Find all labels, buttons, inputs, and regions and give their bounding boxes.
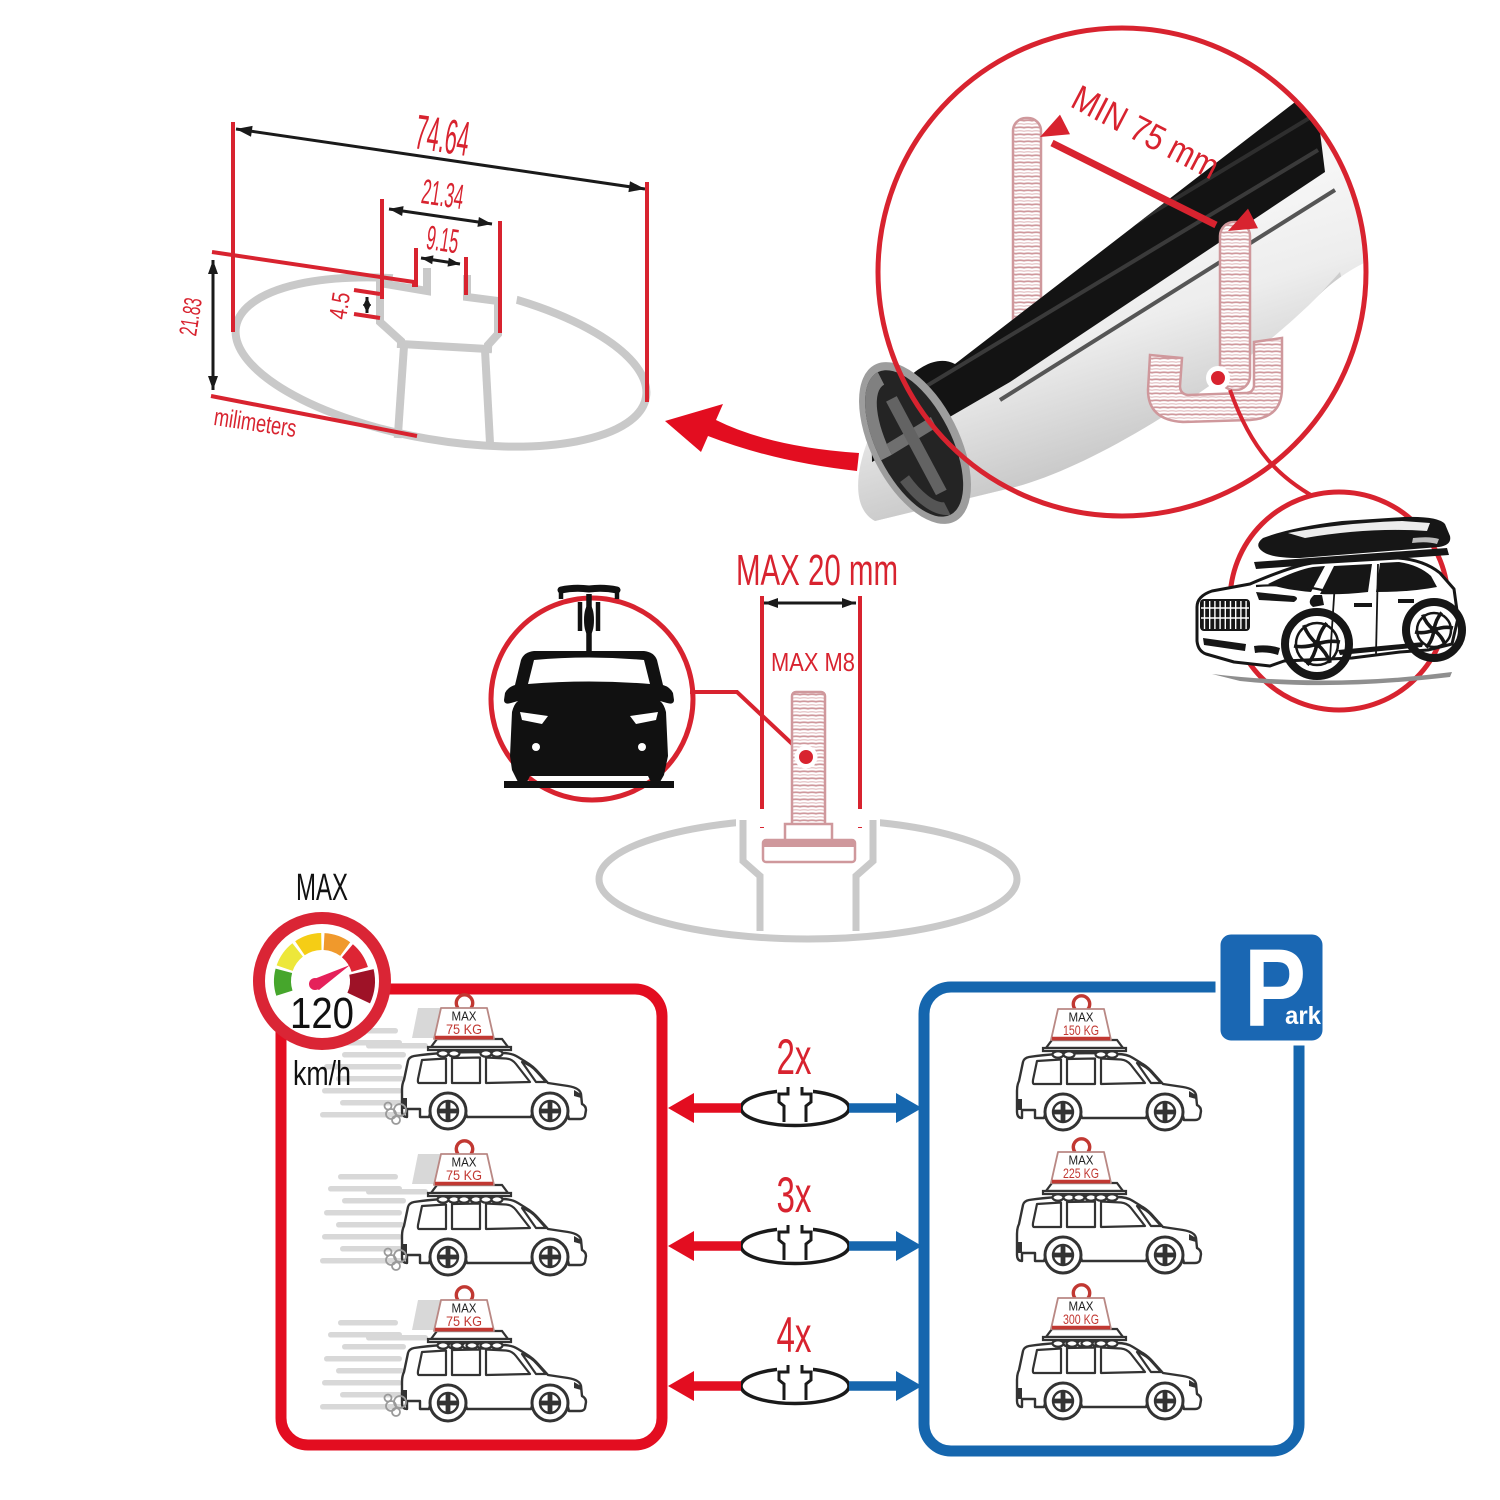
svg-text:4.5: 4.5 xyxy=(324,290,356,321)
svg-text:km/h: km/h xyxy=(293,1055,351,1093)
svg-text:9.15: 9.15 xyxy=(424,219,461,261)
svg-text:MAX 20 mm: MAX 20 mm xyxy=(736,546,898,595)
svg-text:MAX M8: MAX M8 xyxy=(771,647,855,677)
svg-text:75 KG: 75 KG xyxy=(446,1167,482,1183)
svg-text:21.34: 21.34 xyxy=(419,172,466,217)
svg-text:MAX: MAX xyxy=(452,1301,477,1316)
svg-text:3x: 3x xyxy=(777,1167,812,1223)
svg-text:150 KG: 150 KG xyxy=(1063,1022,1099,1038)
svg-text:ark: ark xyxy=(1285,1002,1321,1030)
svg-text:MAX: MAX xyxy=(452,1009,477,1024)
svg-text:74.64: 74.64 xyxy=(412,105,473,166)
svg-text:21.83: 21.83 xyxy=(174,296,208,338)
svg-text:MAX: MAX xyxy=(452,1155,477,1170)
svg-text:75 KG: 75 KG xyxy=(446,1313,482,1329)
svg-text:MAX: MAX xyxy=(296,867,348,909)
svg-text:P: P xyxy=(1244,927,1306,1050)
svg-text:4x: 4x xyxy=(777,1307,812,1363)
svg-text:MAX: MAX xyxy=(1069,1010,1094,1025)
svg-text:MAX: MAX xyxy=(1069,1153,1094,1168)
svg-text:120: 120 xyxy=(290,989,354,1038)
svg-text:300 KG: 300 KG xyxy=(1063,1311,1099,1327)
svg-text:225 KG: 225 KG xyxy=(1063,1165,1099,1181)
svg-text:2x: 2x xyxy=(777,1029,812,1085)
svg-text:75 KG: 75 KG xyxy=(446,1021,482,1037)
svg-text:MAX: MAX xyxy=(1069,1299,1094,1314)
